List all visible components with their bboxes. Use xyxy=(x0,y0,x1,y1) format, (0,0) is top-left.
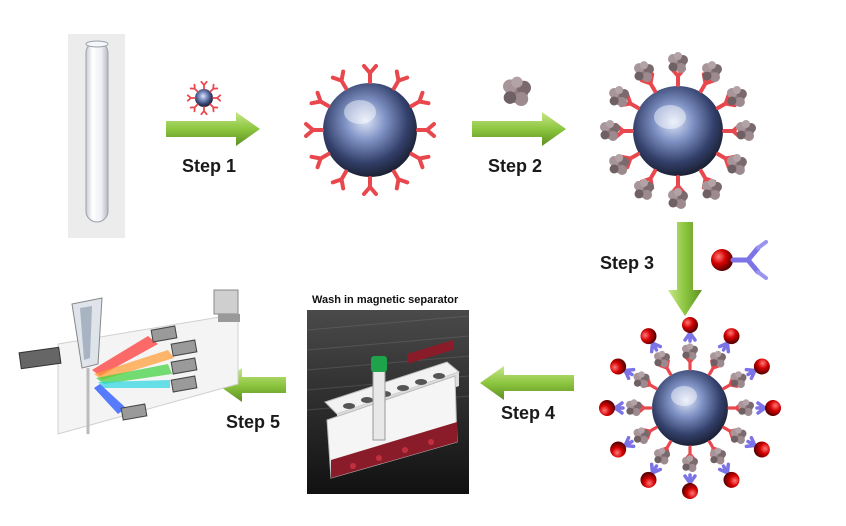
detection-antibody xyxy=(613,401,625,415)
detection-antibody xyxy=(683,473,697,485)
fluorescent-label xyxy=(723,471,740,488)
detection-antibody xyxy=(649,341,663,354)
fluorescent-label xyxy=(682,483,698,499)
antigen xyxy=(726,86,747,107)
small-bead-icon xyxy=(186,80,222,116)
fluorescent-label xyxy=(723,328,740,345)
detection-antibody xyxy=(717,462,731,475)
antigen xyxy=(730,427,747,444)
antigen xyxy=(710,350,726,368)
antigen xyxy=(738,399,754,416)
antigen xyxy=(634,61,654,83)
flow-cytometer-icon xyxy=(18,289,240,435)
antigen xyxy=(710,447,726,465)
antigen xyxy=(668,52,688,73)
fluorescent-label xyxy=(610,441,627,458)
fluorescent-label xyxy=(599,400,615,416)
step3-arrow xyxy=(668,222,702,316)
fluorescent-label xyxy=(640,471,657,488)
antigen xyxy=(736,120,756,141)
fluorescent-label xyxy=(753,441,770,458)
detection-antibody xyxy=(755,401,767,415)
step2-label: Step 2 xyxy=(488,156,543,176)
antigen xyxy=(682,455,698,472)
antigen xyxy=(682,343,698,360)
detection-antibody xyxy=(683,331,697,343)
fluorescent-label xyxy=(640,328,657,345)
antigen xyxy=(730,371,747,388)
capture-antibody xyxy=(416,122,436,138)
detection-antibody xyxy=(717,341,731,354)
fluorescent-label xyxy=(610,358,627,375)
capture-antibody xyxy=(362,64,378,84)
test-tube-icon xyxy=(85,40,109,223)
bead-with-antigens xyxy=(600,52,756,209)
step3-label: Step 3 xyxy=(600,253,655,273)
fluorescent-label xyxy=(753,358,770,375)
antigen xyxy=(726,154,747,175)
step2-arrow xyxy=(472,112,566,146)
capture-antibody xyxy=(362,176,378,196)
antigen xyxy=(702,178,722,200)
separator-caption: Wash in magnetic separator xyxy=(312,294,459,306)
detection-antibody xyxy=(649,462,663,475)
fluorescent-label xyxy=(765,400,781,416)
bead-with-capture-antibodies xyxy=(304,64,436,196)
antigen xyxy=(633,371,650,388)
fluorescent-label xyxy=(682,317,698,333)
antigen xyxy=(626,399,642,416)
magnetic-rack-icon xyxy=(306,310,470,494)
step1-label: Step 1 xyxy=(182,156,237,176)
capture-antibody xyxy=(304,122,324,138)
detection-antibody xyxy=(744,367,757,381)
antigen xyxy=(654,350,670,368)
step4-label: Step 4 xyxy=(501,403,556,423)
detection-antibody xyxy=(623,367,636,381)
detection-antibody-icon xyxy=(711,240,768,280)
antigen-icon xyxy=(503,76,531,106)
antigen xyxy=(609,86,630,107)
step5-label: Step 5 xyxy=(226,412,281,432)
detection-antibody xyxy=(623,435,636,449)
step4-arrow xyxy=(480,366,574,400)
bead-sandwich-complex xyxy=(599,317,781,499)
step1-arrow xyxy=(166,112,260,146)
detection-antibody xyxy=(744,435,757,449)
antigen xyxy=(600,120,620,141)
antigen xyxy=(702,61,722,83)
